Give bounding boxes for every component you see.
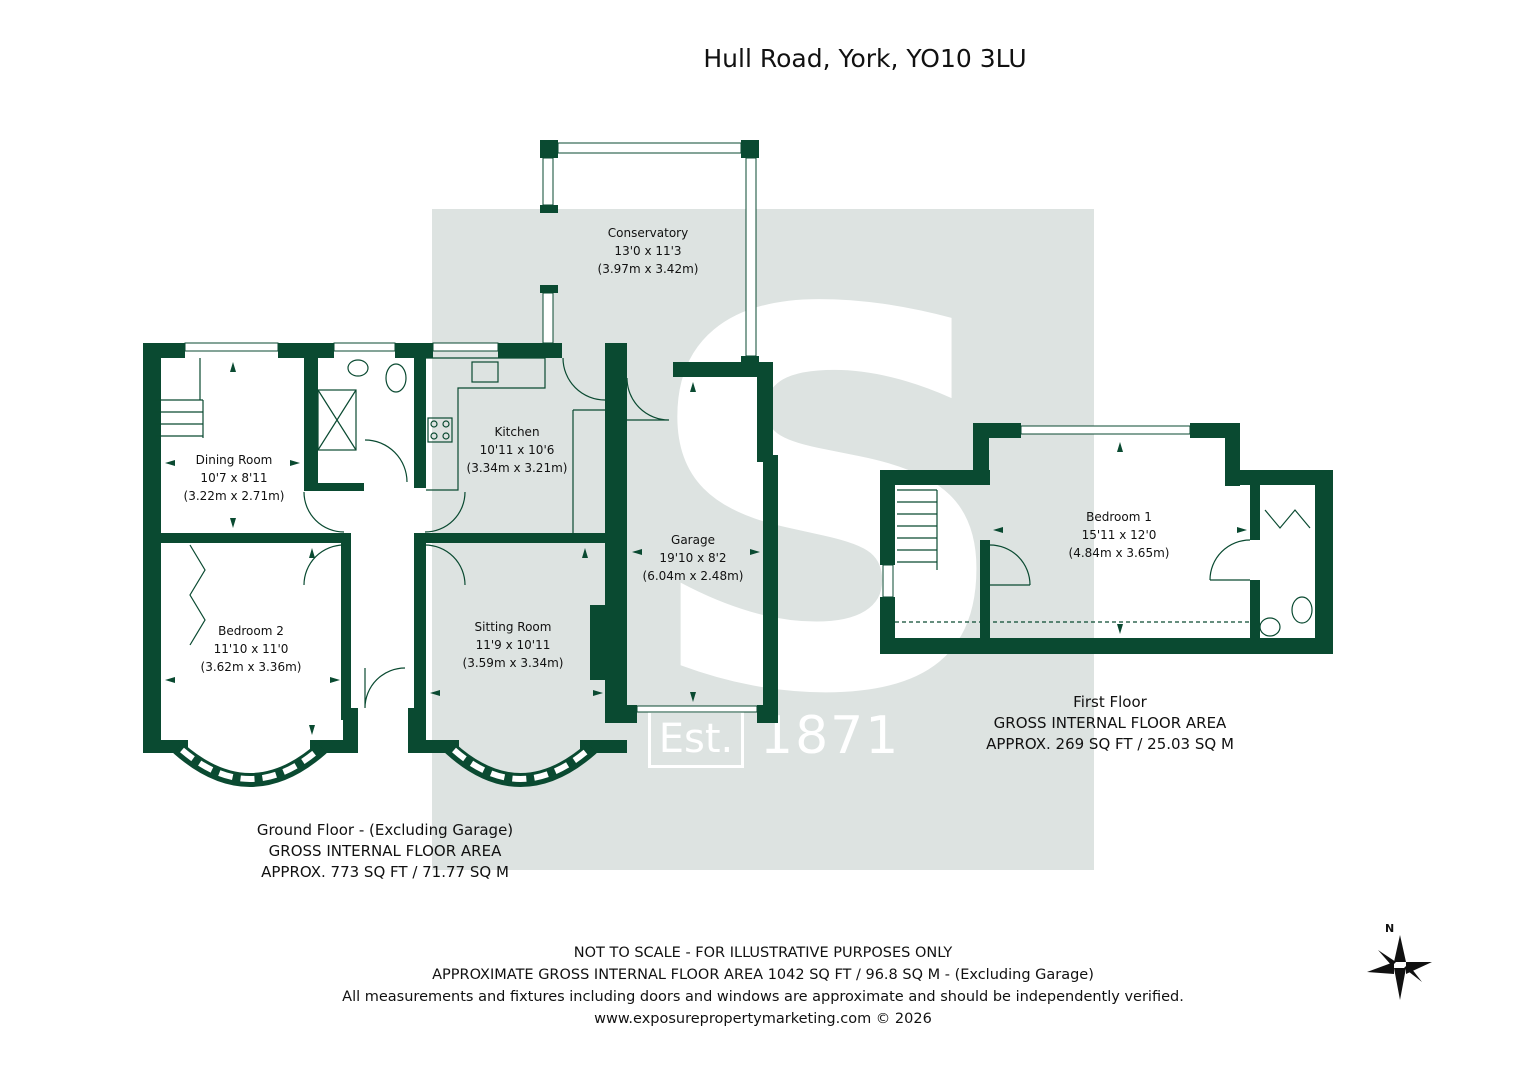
wall-top-seg1 [143, 343, 185, 358]
property-address-title: Hull Road, York, YO10 3LU [703, 44, 1027, 73]
wall-garage-left [605, 343, 627, 723]
ground-floor-area: Ground Floor - (Excluding Garage) GROSS … [256, 821, 514, 881]
ff-landing-wall [980, 540, 990, 640]
watermark-year: 1871 [760, 706, 901, 766]
wall-bath-bottom [304, 483, 364, 491]
garage-right-lower [763, 455, 778, 723]
room-label-sitting-room: Sitting Room 11'9 x 10'11 (3.59m x 3.34m… [462, 620, 564, 670]
ff-ensuite-wall-lower [1250, 580, 1260, 640]
wall-kitchen-left [414, 343, 426, 488]
wall-bath-left [304, 343, 318, 483]
compass-north-label: N [1385, 922, 1395, 935]
ff-left-wall-upper [880, 470, 895, 565]
disclaimer-footer: NOT TO SCALE - FOR ILLUSTRATIVE PURPOSES… [342, 942, 1184, 1030]
ff-left-step [880, 470, 990, 485]
compass-rose-icon [1367, 935, 1432, 1000]
ff-ensuite-wall-upper [1250, 485, 1260, 540]
garage-left-stub [627, 705, 637, 723]
chimney-breast [590, 605, 605, 680]
wall-dining-bottom [143, 533, 351, 543]
garage-right-bottom [757, 705, 778, 723]
conservatory-left-stub-1 [540, 205, 558, 213]
first-floor-area: First Floor GROSS INTERNAL FLOOR AREA AP… [986, 693, 1234, 753]
conservatory-left-stub-2 [540, 285, 558, 293]
room-label-dining-room: Dining Room 10'7 x 8'11 (3.22m x 2.71m) [183, 453, 285, 503]
conservatory-corner-tl [540, 140, 558, 158]
conservatory-right-stub [741, 356, 759, 364]
garage-right-upper [757, 362, 773, 462]
garage-top [673, 362, 773, 377]
wall-entry-left [343, 708, 358, 753]
ff-right-top [1225, 470, 1333, 485]
wall-left [143, 343, 161, 753]
ff-bottom-wall [880, 638, 1333, 654]
ff-left-upper [973, 423, 989, 483]
website-link[interactable]: www.exposurepropertymarketing.com © 2026 [594, 1011, 932, 1027]
watermark-s-logo: S [640, 202, 1015, 808]
conservatory-corner-tr [741, 140, 759, 158]
wall-bottom-sitting-left [414, 740, 459, 753]
wall-sitting-top [414, 533, 605, 543]
room-label-bedroom-2: Bedroom 2 11'10 x 11'0 (3.62m x 3.36m) [200, 624, 302, 674]
room-label-conservatory: Conservatory 13'0 x 11'3 (3.97m x 3.42m) [597, 226, 699, 276]
ff-right-wall [1315, 470, 1333, 654]
room-label-garage: Garage 19'10 x 8'2 (6.04m x 2.48m) [642, 533, 744, 583]
room-label-kitchen: Kitchen 10'11 x 10'6 (3.34m x 3.21m) [466, 425, 568, 475]
wall-top-seg4 [498, 343, 562, 358]
room-label-bedroom-1: Bedroom 1 15'11 x 12'0 (4.84m x 3.65m) [1068, 510, 1170, 560]
wall-hall-right [414, 540, 426, 745]
wall-hall-left [341, 540, 351, 720]
